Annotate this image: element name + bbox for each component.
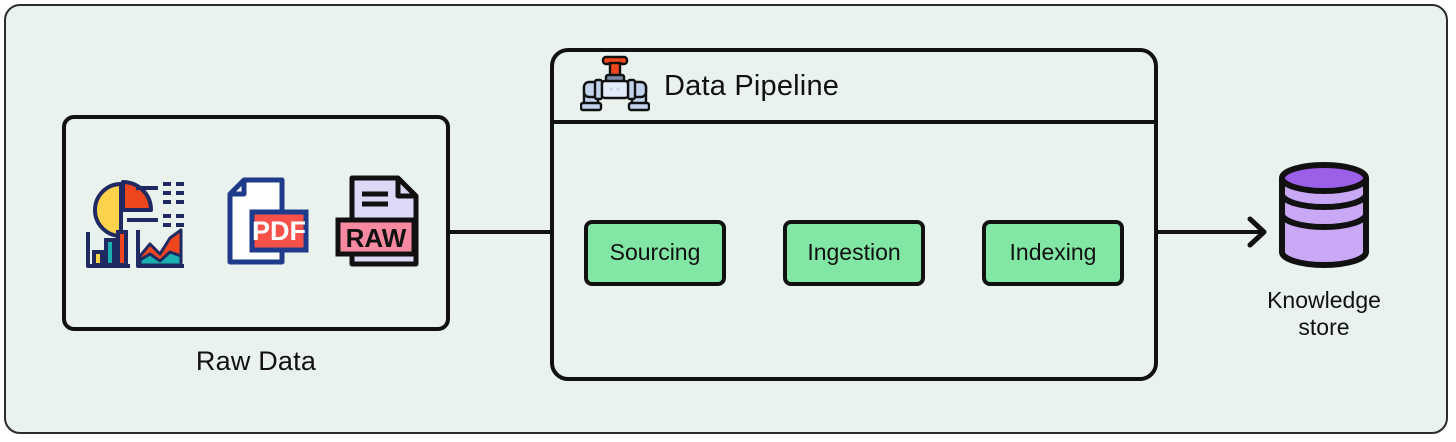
stage-indexing-label: Indexing [1009, 239, 1097, 265]
raw-badge-text: RAW [346, 223, 407, 253]
database-cylinder-icon [1268, 162, 1380, 274]
stage-ingestion[interactable]: Ingestion [783, 219, 925, 286]
pipeline-stage-row: Sourcing Ingestion Indexing [554, 124, 1154, 381]
raw-data-icon-row: PDF RAW [66, 119, 446, 327]
pdf-badge-text: PDF [252, 216, 306, 246]
pdf-file-icon: PDF [210, 170, 310, 277]
pipe-valve-icon [579, 55, 651, 118]
knowledge-store-label: Knowledge store [1238, 287, 1410, 341]
stage-ingestion-label: Ingestion [807, 239, 901, 265]
raw-data-label: Raw Data [195, 346, 317, 376]
stage-sourcing[interactable]: Sourcing [584, 219, 726, 286]
data-pipeline-box: Data Pipeline Sourcing Ingestion Indexin… [550, 48, 1158, 381]
knowledge-store-group: Knowledge store [1238, 160, 1410, 341]
data-pipeline-title: Data Pipeline [664, 69, 840, 102]
raw-data-box: PDF RAW [62, 115, 450, 331]
raw-file-icon: RAW [334, 170, 432, 277]
knowledge-store-label-line1: Knowledge [1267, 287, 1381, 313]
data-pipeline-header: Data Pipeline [554, 52, 1154, 124]
stage-indexing[interactable]: Indexing [982, 219, 1124, 286]
analytics-chart-icon [80, 172, 186, 275]
stage-sourcing-label: Sourcing [609, 239, 701, 265]
knowledge-store-label-line2: store [1298, 314, 1350, 341]
